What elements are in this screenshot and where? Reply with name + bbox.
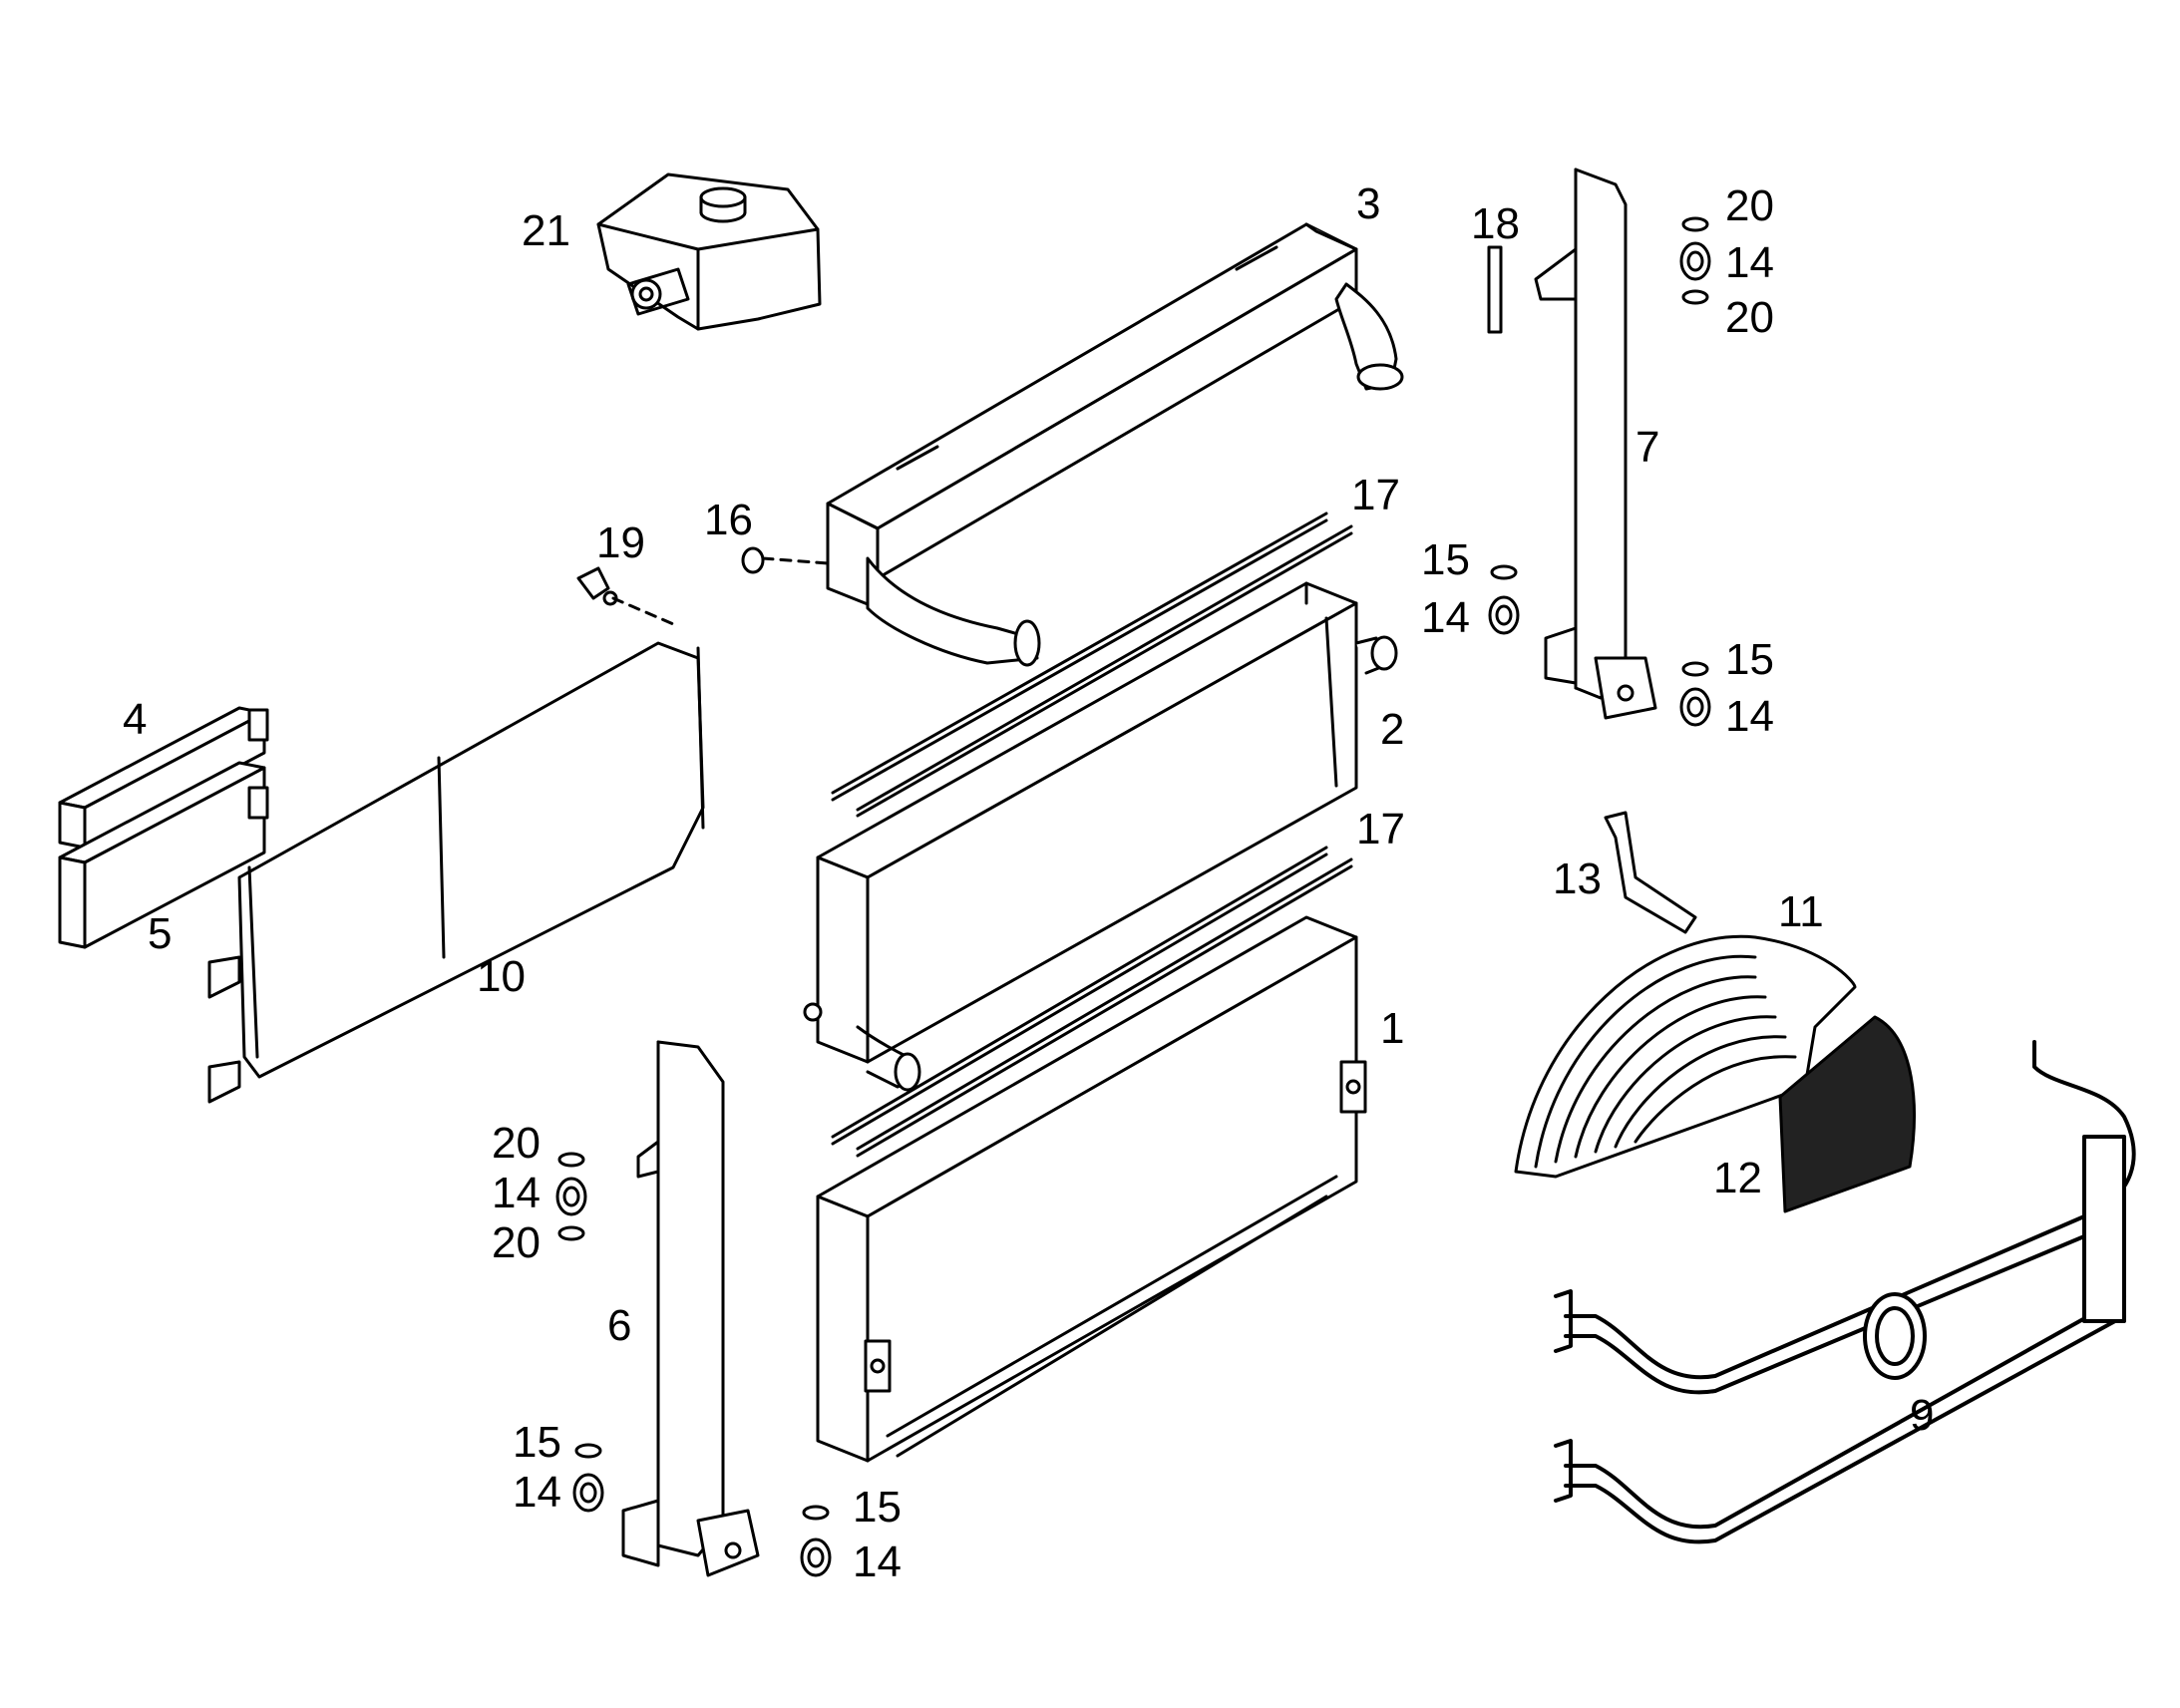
bracket-13 (1604, 811, 1697, 934)
callout-3: 3 (1356, 179, 1381, 228)
callout-14-b: 14 (1421, 593, 1470, 642)
callout-1: 1 (1380, 1004, 1405, 1053)
callout-20-a: 20 (1725, 181, 1774, 230)
callout-11: 11 (1778, 887, 1824, 936)
frame-10 (207, 641, 705, 1104)
callout-14-d: 14 (492, 1169, 541, 1217)
callout-20-b: 20 (1725, 293, 1774, 342)
tube-frame-9 (1554, 1040, 2136, 1544)
expansion-tank-21 (596, 172, 822, 331)
grille-12 (1778, 1015, 1916, 1213)
callout-4: 4 (123, 695, 148, 744)
side-bracket-7 (1534, 168, 1657, 720)
callout-15-a: 15 (1421, 535, 1470, 584)
callout-10: 10 (477, 952, 526, 1001)
callout-20-d: 20 (492, 1218, 541, 1267)
callout-9: 9 (1910, 1391, 1935, 1440)
radiator-1 (816, 915, 1367, 1463)
plug-16 (741, 546, 830, 574)
charge-air-cooler-3 (826, 222, 1404, 667)
callout-17-a: 17 (1351, 471, 1400, 519)
cooler-5 (58, 761, 269, 949)
callout-6: 6 (607, 1301, 632, 1350)
callout-19: 19 (596, 518, 645, 567)
rubber-mounts-and-washers (555, 216, 1711, 1577)
callout-14-e: 14 (513, 1468, 561, 1517)
bolt-19 (576, 566, 680, 628)
fan-shroud-11 (1514, 934, 1857, 1179)
callout-5: 5 (148, 909, 173, 958)
callout-2: 2 (1380, 705, 1405, 754)
callout-16: 16 (704, 496, 753, 544)
callout-14-f: 14 (853, 1537, 902, 1586)
bar-18 (1487, 245, 1503, 334)
callout-15-d: 15 (853, 1483, 902, 1532)
callout-15-c: 15 (513, 1418, 561, 1467)
side-bracket-6 (621, 1040, 760, 1577)
callout-21: 21 (522, 206, 570, 255)
cooler-4 (58, 706, 269, 850)
seal-strip-17 (831, 512, 1353, 1158)
oil-cooler-2 (803, 581, 1398, 1092)
callout-14-c: 14 (1725, 692, 1774, 741)
callout-18: 18 (1471, 199, 1520, 248)
callout-15-b: 15 (1725, 635, 1774, 684)
callout-13: 13 (1553, 854, 1602, 903)
callout-7: 7 (1635, 423, 1660, 472)
callout-17-b: 17 (1356, 805, 1405, 854)
callout-20-c: 20 (492, 1119, 541, 1168)
callout-14-a: 14 (1725, 238, 1774, 287)
callout-12: 12 (1713, 1154, 1762, 1202)
